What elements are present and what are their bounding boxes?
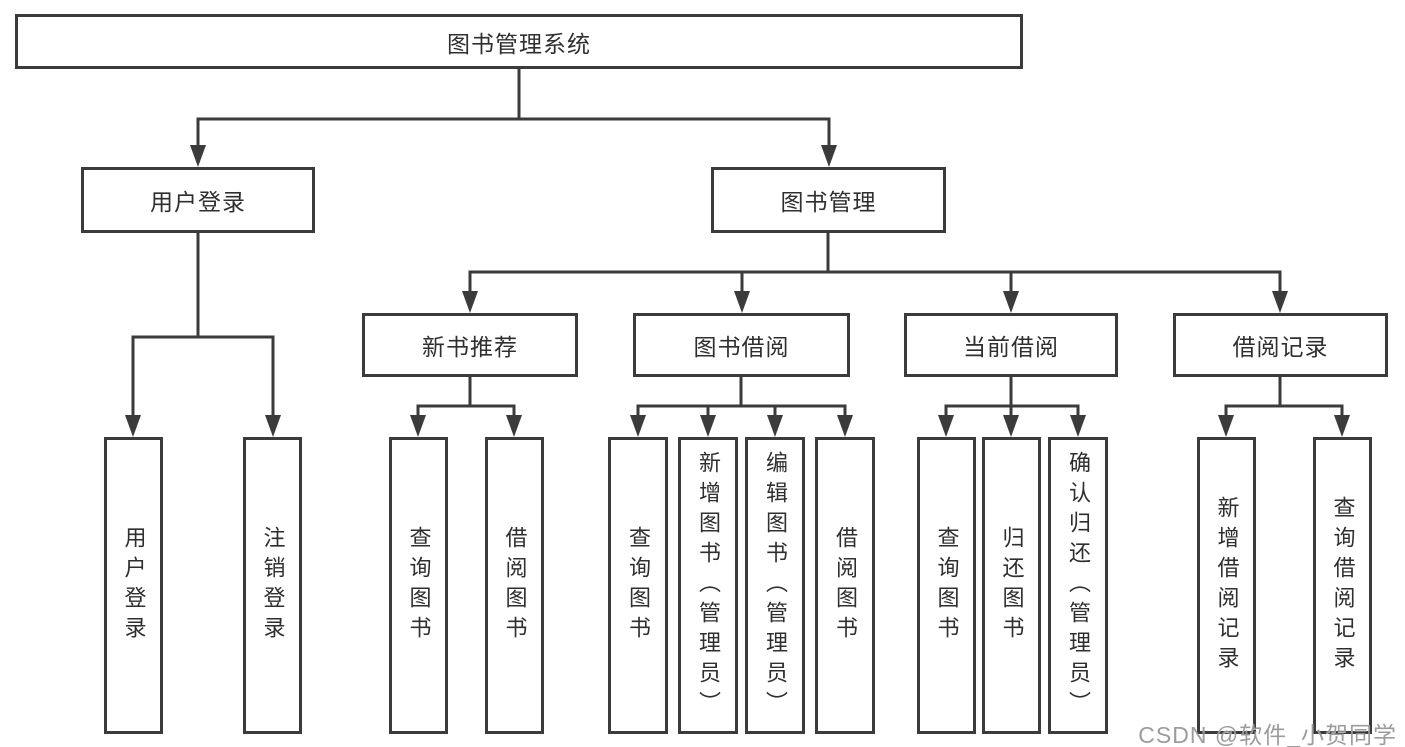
node-user-login-label: 用户登录 bbox=[150, 189, 246, 215]
leaf-current-query: 查询图书 bbox=[917, 437, 976, 734]
node-book-management: 图书管理 bbox=[711, 167, 946, 233]
node-book-management-label: 图书管理 bbox=[780, 189, 877, 215]
leaf-borrow-add-admin: 新增图书（管理员） bbox=[678, 437, 738, 734]
leaf-records-add-label: 新增借阅记录 bbox=[1214, 495, 1240, 676]
leaf-borrow-edit-admin: 编辑图书（管理员） bbox=[745, 437, 805, 734]
leaf-records-query: 查询借阅记录 bbox=[1313, 437, 1372, 734]
node-borrow-records: 借阅记录 bbox=[1173, 313, 1388, 377]
leaf-logout-label: 注销登录 bbox=[260, 525, 286, 646]
node-borrow-records-label: 借阅记录 bbox=[1232, 334, 1329, 360]
node-book-borrow: 图书借阅 bbox=[633, 313, 850, 377]
leaf-user-login: 用户登录 bbox=[104, 437, 163, 734]
leaf-borrow-edit-admin-label: 编辑图书（管理员） bbox=[763, 450, 788, 721]
leaf-records-add: 新增借阅记录 bbox=[1197, 437, 1256, 734]
leaf-borrow-add-admin-label: 新增图书（管理员） bbox=[696, 450, 721, 721]
node-new-book-recommend: 新书推荐 bbox=[362, 313, 578, 377]
node-current-borrow: 当前借阅 bbox=[904, 313, 1118, 377]
leaf-borrow-borrow: 借阅图书 bbox=[815, 437, 875, 734]
leaf-newbook-query: 查询图书 bbox=[389, 437, 448, 734]
leaf-user-login-label: 用户登录 bbox=[121, 525, 147, 646]
node-root-label: 图书管理系统 bbox=[447, 30, 591, 57]
leaf-borrow-query-label: 查询图书 bbox=[626, 525, 651, 646]
leaf-current-confirm-admin: 确认归还（管理员） bbox=[1048, 437, 1108, 734]
node-current-borrow-label: 当前借阅 bbox=[963, 334, 1059, 360]
leaf-newbook-borrow: 借阅图书 bbox=[485, 437, 544, 734]
node-book-borrow-label: 图书借阅 bbox=[693, 334, 790, 360]
leaf-newbook-borrow-label: 借阅图书 bbox=[502, 525, 528, 646]
leaf-newbook-query-label: 查询图书 bbox=[406, 525, 432, 646]
leaf-borrow-borrow-label: 借阅图书 bbox=[833, 525, 858, 646]
leaf-current-query-label: 查询图书 bbox=[934, 525, 960, 646]
node-root-system: 图书管理系统 bbox=[15, 14, 1023, 69]
node-new-book-recommend-label: 新书推荐 bbox=[422, 334, 518, 360]
leaf-current-confirm-admin-label: 确认归还（管理员） bbox=[1066, 450, 1091, 721]
node-user-login: 用户登录 bbox=[81, 167, 315, 233]
leaf-current-return-label: 归还图书 bbox=[999, 525, 1025, 646]
leaf-current-return: 归还图书 bbox=[982, 437, 1041, 734]
leaf-records-query-label: 查询借阅记录 bbox=[1330, 495, 1356, 676]
csdn-watermark: CSDN @软件_小贺同学 bbox=[1138, 722, 1397, 747]
leaf-logout: 注销登录 bbox=[243, 437, 302, 734]
leaf-borrow-query: 查询图书 bbox=[608, 437, 668, 734]
